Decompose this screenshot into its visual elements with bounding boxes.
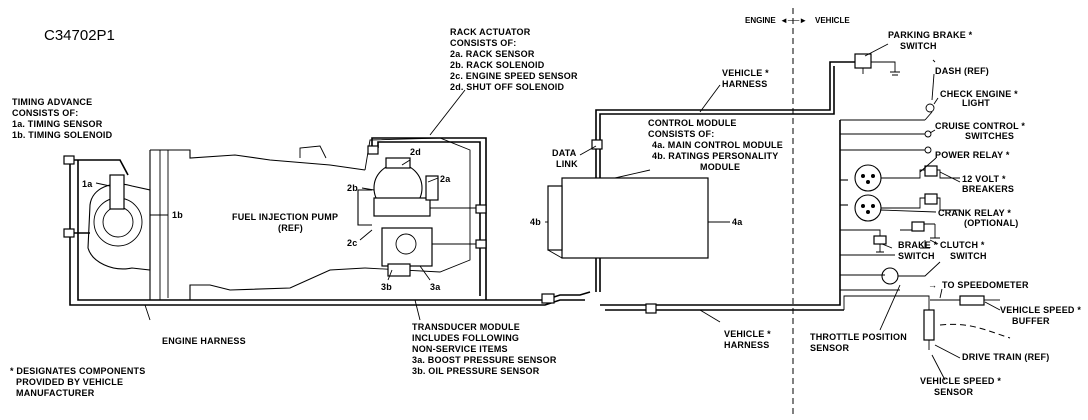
breakers-label: BREAKERS [962, 184, 1014, 194]
rack-actuator-consists: CONSISTS OF: [450, 38, 516, 48]
timing-sensor [109, 174, 125, 210]
vehicle-side-label: VEHICLE [815, 16, 850, 25]
rack-actuator-title: RACK ACTUATOR [450, 27, 531, 37]
breaker [924, 193, 938, 205]
rack-actuator-item: 2b. RACK SOLENOID [450, 60, 545, 70]
timing-advance-item: 1b. TIMING SOLENOID [12, 130, 113, 140]
vehicle-components [840, 53, 1011, 350]
control-module-item: 4a. MAIN CONTROL MODULE [652, 140, 783, 150]
data-link-label: DATA [552, 148, 577, 158]
connector [63, 155, 75, 165]
connector [645, 303, 657, 314]
clutch-switch [911, 221, 925, 232]
throttle-sensor-label: THROTTLE POSITION [810, 332, 907, 342]
transducer-label: TRANSDUCER MODULE [412, 322, 520, 332]
rack-actuator-item: 2a. RACK SENSOR [450, 49, 535, 59]
cruise-switch-icon [924, 130, 932, 138]
speed-buffer-label: BUFFER [1012, 316, 1050, 326]
engine-harness-label: ENGINE HARNESS [162, 336, 246, 346]
timing-advance-consists: CONSISTS OF: [12, 108, 78, 118]
fuel-pump-ref: (REF) [278, 223, 303, 233]
control-module-title: CONTROL MODULE [648, 118, 737, 128]
brake-switch-label: BRAKE * [898, 240, 938, 250]
vehicle-harness-top: VEHICLE * [722, 68, 769, 78]
power-relay [854, 164, 882, 192]
cruise-control-label: SWITCHES [965, 131, 1014, 141]
brake-switch-label: SWITCH [898, 251, 935, 261]
crank-relay-label: CRANK RELAY * [938, 208, 1011, 218]
speed-buffer-label: VEHICLE SPEED * [1000, 305, 1081, 315]
brake-switch [873, 235, 887, 245]
harness-wiring [63, 61, 855, 314]
breakers-label: 12 VOLT * [962, 174, 1006, 184]
callout-1a: 1a [82, 179, 93, 189]
rack-actuator-item: 2d. SHUT OFF SOLENOID [450, 82, 565, 92]
footnote-line: PROVIDED BY VEHICLE [16, 377, 123, 387]
timing-advance-title: TIMING ADVANCE [12, 97, 92, 107]
parking-brake-switch [854, 53, 872, 69]
check-engine-light-icon [925, 103, 935, 113]
callout-3b: 3b [381, 282, 392, 292]
engine-side-label: ENGINE [745, 16, 776, 25]
speed-sensor-label: VEHICLE SPEED * [920, 376, 1001, 386]
callout-3a: 3a [430, 282, 441, 292]
leader-lines [95, 43, 1001, 381]
transducer-label: NON-SERVICE ITEMS [412, 344, 508, 354]
check-engine-label: LIGHT [962, 98, 990, 108]
throttle-position-sensor [881, 267, 899, 285]
breaker [924, 165, 938, 177]
callout-4a: 4a [732, 217, 743, 227]
clutch-switch-label: CLUTCH * [940, 240, 985, 250]
footnote-line: MANUFACTURER [16, 388, 95, 398]
vehicle-harness-bottom: VEHICLE * [724, 329, 771, 339]
clutch-switch-label: SWITCH [950, 251, 987, 261]
callout-4b: 4b [530, 217, 541, 227]
to-speedometer-label: TO SPEEDOMETER [942, 280, 1029, 290]
throttle-sensor-label: SENSOR [810, 343, 850, 353]
connector [541, 293, 555, 304]
callout-2d: 2d [410, 147, 421, 157]
parking-brake-label: SWITCH [900, 41, 937, 51]
check-engine-label: CHECK ENGINE * [940, 89, 1018, 99]
callout-2a: 2a [440, 174, 451, 184]
connector [63, 228, 75, 238]
vehicle-speed-sensor [923, 309, 935, 341]
speed-sensor-label: SENSOR [934, 387, 974, 397]
connector [475, 239, 487, 249]
transducer-label: 3b. OIL PRESSURE SENSOR [412, 366, 540, 376]
data-link-connector [591, 139, 603, 150]
rack-actuator-item: 2c. ENGINE SPEED SENSOR [450, 71, 578, 81]
crank-relay-label: (OPTIONAL) [964, 218, 1019, 228]
vehicle-speed-buffer [959, 295, 985, 306]
control-module [547, 177, 709, 259]
connector [367, 145, 379, 155]
vehicle-harness-top: HARNESS [722, 79, 767, 89]
control-module-item: 4b. RATINGS PERSONALITY [652, 151, 778, 161]
timing-advance-item: 1a. TIMING SENSOR [12, 119, 103, 129]
cruise-switch-icon [924, 146, 932, 154]
callout-1b: 1b [172, 210, 183, 220]
power-relay-label: POWER RELAY * [935, 150, 1010, 160]
cruise-control-label: CRUISE CONTROL * [935, 121, 1025, 131]
data-link-label: LINK [556, 159, 578, 169]
dash-label: DASH (REF) [935, 66, 989, 76]
vehicle-harness-bottom: HARNESS [724, 340, 769, 350]
diagram-id: C34702P1 [44, 27, 115, 44]
footnote-line: * DESIGNATES COMPONENTS [10, 366, 145, 376]
transducer-label: INCLUDES FOLLOWING [412, 333, 519, 343]
control-module-consists: CONSISTS OF: [648, 129, 714, 139]
drive-train-label: DRIVE TRAIN (REF) [962, 352, 1049, 362]
fuel-pump-label: FUEL INJECTION PUMP [232, 212, 338, 222]
callout-2b: 2b [347, 183, 358, 193]
parking-brake-label: PARKING BRAKE * [888, 30, 973, 40]
connector [475, 204, 487, 214]
arrow-right-icon: → [928, 280, 937, 290]
crank-relay [854, 194, 882, 222]
arrow-left-icon: ◄──► [780, 16, 807, 25]
transducer-label: 3a. BOOST PRESSURE SENSOR [412, 355, 557, 365]
callout-2c: 2c [347, 238, 357, 248]
control-module-item: MODULE [700, 162, 740, 172]
